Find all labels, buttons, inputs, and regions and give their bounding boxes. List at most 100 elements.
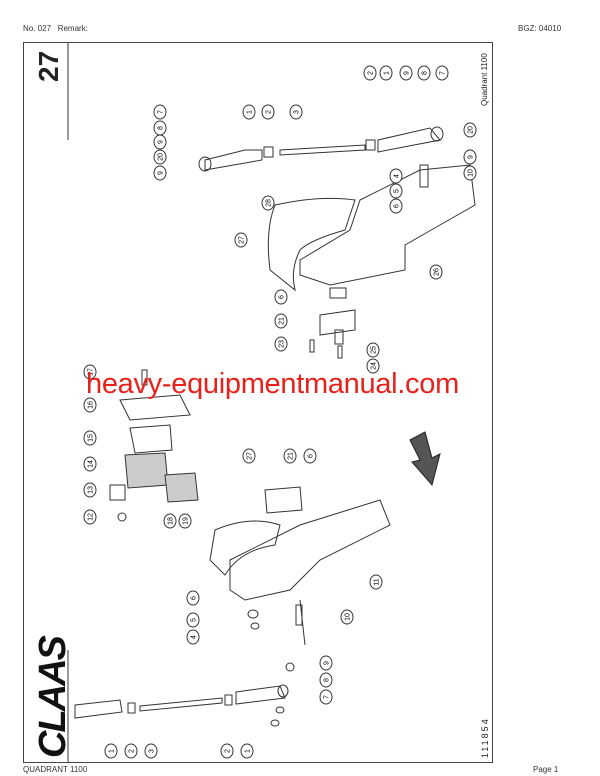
drawing-frame (23, 42, 493, 763)
callout-label: 23 (279, 340, 286, 348)
callout-2: 2 (220, 743, 234, 759)
callout-label: 24 (371, 362, 378, 370)
callout-label: 2 (225, 749, 232, 753)
callout-label: 27 (247, 452, 254, 460)
callout-9: 9 (399, 65, 413, 81)
callout-label: 20 (468, 126, 475, 134)
callout-label: 9 (404, 71, 411, 75)
callout-label: 13 (88, 486, 95, 494)
header-doc-number: No. 027 Remark: (23, 24, 88, 33)
callout-8: 8 (153, 120, 167, 136)
callout-label: 10 (345, 613, 352, 621)
remark-label: Remark: (57, 24, 88, 33)
callout-label: 1 (384, 71, 391, 75)
callout-label: 1 (109, 749, 116, 753)
callout-14: 14 (83, 456, 97, 472)
threaded-rod (279, 144, 366, 156)
frame-arm-lower (229, 499, 391, 601)
callout-24: 24 (366, 358, 380, 374)
callout-19: 19 (178, 513, 192, 529)
callout-label: 18 (168, 517, 175, 525)
callout-2: 2 (261, 104, 275, 120)
callout-23: 23 (274, 336, 288, 352)
callout-12: 12 (83, 509, 97, 525)
callout-label: 16 (88, 401, 95, 409)
callout-8: 8 (319, 672, 333, 688)
callout-label: 17 (88, 368, 95, 376)
callout-2: 2 (124, 743, 138, 759)
callout-25: 25 (366, 342, 380, 358)
callout-label: 27 (239, 236, 246, 244)
callout-21: 21 (274, 313, 288, 329)
drawing-number: 111854 (480, 717, 490, 758)
callout-label: 4 (394, 174, 401, 178)
callout-label: 5 (191, 618, 198, 622)
callout-1: 1 (379, 65, 393, 81)
header-bgz: BGZ: 04010 (518, 24, 562, 33)
callout-16: 16 (83, 397, 97, 413)
footer-page: Page 1 (533, 765, 559, 774)
callout-20: 20 (153, 149, 167, 165)
machine-label: Quadrant 1100 (480, 53, 489, 106)
callout-label: 8 (422, 71, 429, 75)
callout-label: 14 (88, 460, 95, 468)
callout-10: 10 (340, 609, 354, 625)
callout-label: 9 (158, 171, 165, 175)
callout-label: 2 (129, 749, 136, 753)
callout-15: 15 (83, 430, 97, 446)
callout-label: 19 (183, 517, 190, 525)
callout-label: 10 (468, 169, 475, 177)
callout-label: 6 (394, 204, 401, 208)
frame-arm (299, 164, 476, 286)
callout-5: 5 (186, 612, 200, 628)
callout-9: 9 (153, 165, 167, 181)
callout-3: 3 (289, 104, 303, 120)
callout-label: 25 (371, 346, 378, 354)
callout-8: 8 (417, 65, 431, 81)
callout-1: 1 (104, 743, 118, 759)
callout-6: 6 (186, 590, 200, 606)
callout-label: 5 (394, 189, 401, 193)
watermark: heavy-equipmentmanual.com (86, 368, 459, 400)
callout-9: 9 (153, 134, 167, 150)
callout-27: 27 (242, 448, 256, 464)
callout-7: 7 (153, 104, 167, 120)
callout-11: 11 (369, 574, 383, 590)
callout-13: 13 (83, 482, 97, 498)
callout-label: 9 (468, 155, 475, 159)
callout-label: 26 (434, 268, 441, 276)
callout-label: 7 (158, 110, 165, 114)
callout-label: 1 (245, 749, 252, 753)
callout-label: 3 (294, 110, 301, 114)
footer-model: QUADRANT 1100 (23, 765, 88, 774)
callout-20: 20 (463, 122, 477, 138)
callout-label: 6 (279, 295, 286, 299)
callout-1: 1 (242, 104, 256, 120)
callout-6: 6 (274, 289, 288, 305)
callout-label: 8 (158, 126, 165, 130)
callout-label: 3 (149, 749, 156, 753)
callout-1: 1 (240, 743, 254, 759)
callout-21: 21 (283, 448, 297, 464)
plate-number: 27 (33, 50, 64, 82)
callout-label: 20 (158, 153, 165, 161)
callout-5: 5 (389, 183, 403, 199)
callout-label: 1 (247, 110, 254, 114)
callout-6: 6 (389, 198, 403, 214)
callout-28: 28 (261, 195, 275, 211)
callout-9: 9 (463, 149, 477, 165)
callout-label: 7 (440, 71, 447, 75)
callout-label: 6 (308, 454, 315, 458)
direction-arrow-icon (409, 431, 441, 487)
callout-17: 17 (83, 364, 97, 380)
callout-6: 6 (303, 448, 317, 464)
callout-label: 7 (324, 695, 331, 699)
callout-label: 9 (158, 140, 165, 144)
callout-label: 15 (88, 434, 95, 442)
callout-label: 11 (374, 578, 381, 585)
callout-4: 4 (186, 629, 200, 645)
callout-label: 21 (279, 317, 286, 325)
callout-2: 2 (363, 65, 377, 81)
callout-label: 8 (324, 678, 331, 682)
